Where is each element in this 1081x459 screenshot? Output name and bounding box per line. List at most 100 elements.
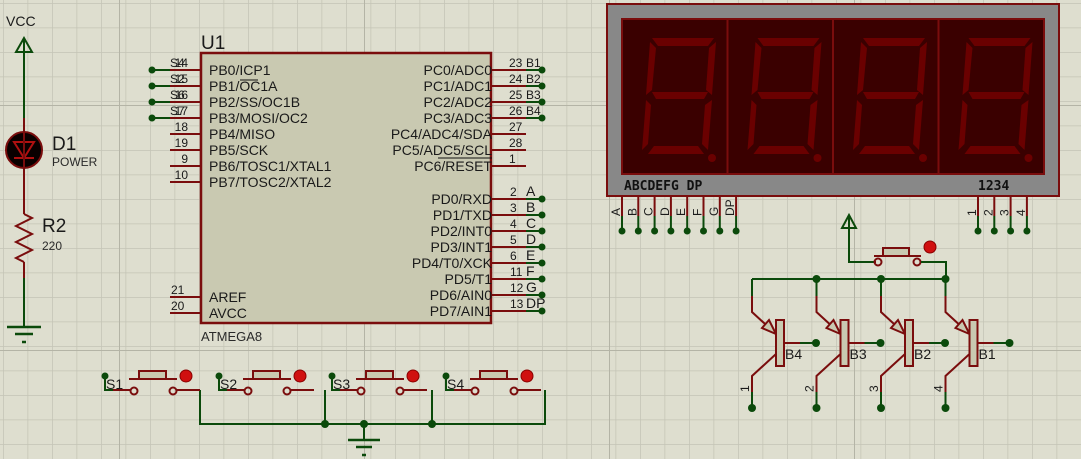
- transistor-b3[interactable]: B32: [803, 275, 885, 412]
- pin-name: PB4/MISO: [209, 126, 275, 142]
- mcu-pin-pb5[interactable]: 19 PB5/SCK: [170, 136, 269, 158]
- pin-name: PB7/TOSC2/XTAL2: [209, 174, 332, 190]
- pin-number: 13: [510, 297, 524, 311]
- pin-number: 1: [509, 152, 516, 166]
- pin-name: PC4/ADC4/SDA: [391, 126, 493, 142]
- net-label: B: [526, 199, 535, 215]
- switch-ref: S1: [106, 376, 123, 392]
- pin-name: PC6/RESET: [414, 158, 492, 174]
- pin-number: 26: [509, 104, 523, 118]
- display-digit-pin-3[interactable]: 3: [998, 196, 1015, 235]
- ground-icon: [7, 325, 41, 344]
- pin-number: 19: [175, 136, 189, 150]
- display-pin-c[interactable]: C: [642, 196, 659, 235]
- resistor-icon[interactable]: [13, 213, 35, 263]
- display-pin-b[interactable]: B: [625, 196, 642, 235]
- power-branch[interactable]: VCC D1 POWER R2 220: [5, 13, 98, 344]
- display-pin-dp[interactable]: DP: [723, 196, 740, 235]
- switch-s1[interactable]: S1: [101, 369, 201, 396]
- net-label: B2: [526, 72, 541, 86]
- button-state-indicator-icon[interactable]: [406, 369, 420, 383]
- transistor-icon: [775, 319, 785, 367]
- pin-label: D: [658, 207, 672, 216]
- display-pin-d[interactable]: D: [658, 196, 675, 235]
- button-state-indicator-icon[interactable]: [179, 369, 193, 383]
- display-pin-a[interactable]: A: [609, 196, 626, 235]
- display-digit-pin-4[interactable]: 4: [1014, 196, 1031, 235]
- pin-number: 11: [510, 265, 523, 279]
- mcu-body[interactable]: [199, 51, 493, 325]
- pin-name: PD7/AIN1: [430, 303, 492, 319]
- pin-label: C: [642, 207, 656, 216]
- led-d1[interactable]: [5, 131, 43, 169]
- pin-number: 18: [175, 120, 189, 134]
- pin-number: 4: [510, 217, 517, 231]
- display-pin-f[interactable]: F: [691, 196, 708, 235]
- display-pin-e[interactable]: E: [674, 196, 691, 235]
- pin-name: PB1/OC1A: [209, 78, 278, 94]
- resistor-ref: R2: [42, 216, 66, 237]
- pin-number: 20: [171, 299, 185, 313]
- net-label: S6: [170, 88, 185, 102]
- button-state-indicator-icon[interactable]: [923, 240, 937, 254]
- transistor-ref: B1: [979, 346, 996, 362]
- mcu-pin-pb4[interactable]: 18 PB4/MISO: [170, 120, 275, 142]
- pin-name: PC3/ADC3: [424, 110, 493, 126]
- reset-button[interactable]: [873, 240, 937, 267]
- pin-label: A: [609, 208, 623, 216]
- display-digit-pin-1[interactable]: 1: [965, 196, 982, 235]
- pin-number: 23: [509, 56, 523, 70]
- transistor-b4[interactable]: B41: [738, 279, 820, 412]
- pin-name: PD1/TXD: [433, 207, 492, 223]
- switch-s2[interactable]: S2: [215, 369, 315, 396]
- segment-caption: ABCDEFG DP: [624, 179, 702, 194]
- pin-number: 21: [171, 283, 185, 297]
- transistor-b1[interactable]: B14: [932, 275, 1014, 412]
- display-digit-pin-2[interactable]: 2: [981, 196, 998, 235]
- pushbutton-icon: [365, 370, 394, 380]
- switch-ref: S2: [220, 376, 237, 392]
- transistor-b2[interactable]: B23: [867, 275, 949, 412]
- switch-s3[interactable]: S3: [328, 369, 428, 396]
- display-pin-g[interactable]: G: [707, 196, 724, 235]
- digit-1: [642, 38, 716, 162]
- switch-row[interactable]: S1 S2 S3 S4: [101, 369, 546, 457]
- switch-s4[interactable]: S4: [442, 369, 542, 396]
- pin-number: 2: [510, 185, 517, 199]
- pin-number: 17: [175, 104, 189, 118]
- pin-name: PC2/ADC2: [424, 94, 493, 110]
- transistor-icon: [968, 319, 979, 367]
- pin-label: 3: [867, 385, 881, 392]
- button-state-indicator-icon[interactable]: [520, 369, 534, 383]
- mcu-pin-pc6[interactable]: 1 PC6/RESET: [414, 152, 526, 174]
- pin-name: PB5/SCK: [209, 142, 269, 158]
- button-state-indicator-icon[interactable]: [293, 369, 307, 383]
